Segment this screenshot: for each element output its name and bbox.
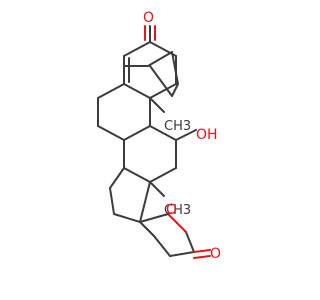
steroid-spirolactone-structure: O CH3 OH CH3 [97, 10, 221, 262]
ketone-group: O [143, 10, 156, 43]
ketone-oxygen-label: O [143, 10, 154, 26]
methyl-c13-label: CH3 [164, 203, 191, 218]
lactone-ring-oxygen-label: O [166, 202, 177, 218]
hydroxyl-label: OH [196, 127, 218, 143]
ring-d [109, 167, 151, 223]
spiro-lactone: O O [139, 202, 221, 262]
molecule-canvas: O CH3 OH CH3 [97, 10, 221, 262]
lactone-carbonyl-oxygen-label: O [210, 246, 221, 262]
methyl-c13: CH3 [149, 181, 191, 218]
ring-ab [97, 41, 177, 141]
methyl-c10: CH3 [149, 97, 191, 134]
ring-c [123, 125, 177, 183]
methyl-c10-label: CH3 [164, 119, 191, 134]
hydroxyl-group: OH [175, 127, 218, 143]
